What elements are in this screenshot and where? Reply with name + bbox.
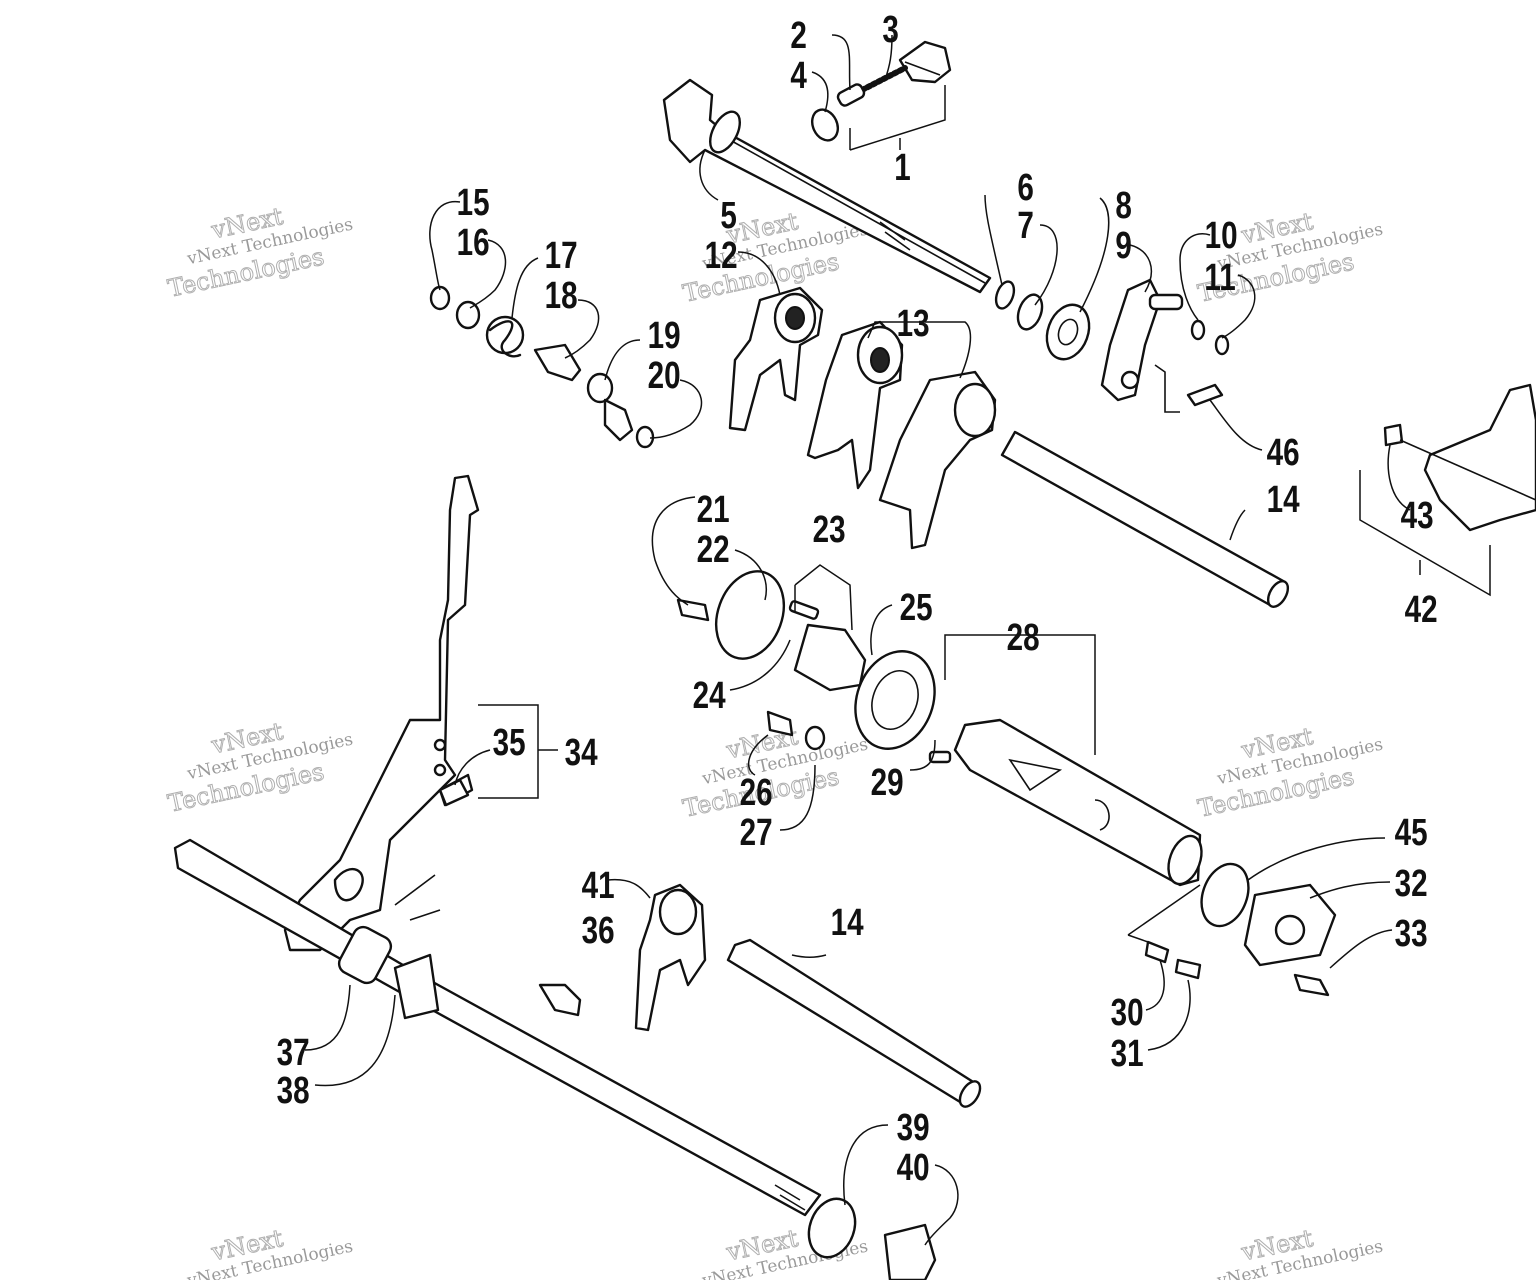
callout-24: 24: [693, 675, 726, 717]
callout-35: 35: [493, 722, 526, 764]
part-assembly-42: [1383, 383, 1536, 532]
callout-18: 18: [545, 275, 578, 317]
callout-14-lower: 14: [831, 902, 864, 944]
callout-7: 7: [1017, 205, 1033, 247]
part-detent-assembly: [810, 40, 952, 142]
callout-4: 4: [790, 55, 807, 97]
callout-26: 26: [740, 772, 773, 814]
leaders-group: [304, 34, 1491, 1246]
part-shift-lever: [283, 474, 480, 952]
part-spring-35: [438, 778, 470, 807]
callout-6: 6: [1017, 167, 1033, 209]
callout-39: 39: [897, 1107, 930, 1149]
part-shift-shaft-upper: [662, 78, 992, 294]
part-shift-fork-12: [728, 286, 824, 432]
part-stopper-group-15-20: [429, 285, 655, 449]
callout-2: 2: [790, 15, 806, 57]
callout-labels: 1 2 3 4 5 6 7 8 9 10 11 12 13 14 14 15 1…: [277, 9, 1438, 1189]
callout-15: 15: [457, 182, 490, 224]
part-fork-shaft-lower: [726, 938, 982, 1108]
callout-31: 31: [1111, 1033, 1144, 1075]
part-bearing-group-6-8: [994, 280, 1091, 361]
callout-41: 41: [582, 865, 615, 907]
callout-16: 16: [457, 222, 490, 264]
callout-10: 10: [1205, 215, 1238, 257]
callout-33: 33: [1395, 913, 1428, 955]
callout-40: 40: [897, 1147, 930, 1189]
callout-34: 34: [565, 732, 598, 774]
callout-27: 27: [740, 812, 773, 854]
callout-42: 42: [1405, 589, 1438, 631]
callout-25: 25: [900, 587, 933, 629]
part-shift-fork-13b: [878, 370, 997, 550]
callout-1: 1: [894, 147, 910, 189]
callout-38: 38: [277, 1070, 310, 1112]
part-shift-drum-28: [953, 718, 1203, 887]
callout-9: 9: [1115, 225, 1131, 267]
watermark-bottom-left: vNext vNext Technologies: [185, 1223, 355, 1280]
part-drum-assembly: [676, 570, 952, 764]
callout-12: 12: [705, 235, 738, 277]
callout-11: 11: [1204, 257, 1235, 299]
callout-3: 3: [882, 9, 898, 51]
watermark-bottom-right: vNext vNext Technologies: [1215, 1223, 1385, 1280]
callout-43: 43: [1401, 495, 1434, 537]
watermark-mid-left: vNext vNext Technologies Technologies: [165, 716, 355, 818]
callout-13: 13: [897, 303, 930, 345]
callout-19: 19: [648, 315, 681, 357]
callout-37: 37: [277, 1032, 310, 1074]
callout-21: 21: [697, 489, 730, 531]
part-fork-shaft-upper: [1000, 430, 1290, 608]
watermark-top-left: vNext vNext Technologies Technologies: [165, 201, 355, 303]
callout-23: 23: [813, 509, 846, 551]
part-bolt-36: [538, 983, 582, 1017]
callout-20: 20: [648, 355, 681, 397]
part-fork-41: [634, 883, 707, 1032]
callout-46: 46: [1267, 432, 1300, 474]
part-seal-39-40: [807, 1197, 937, 1280]
callout-29: 29: [871, 762, 904, 804]
callout-36: 36: [582, 910, 615, 952]
callout-5: 5: [720, 195, 736, 237]
callout-22: 22: [697, 529, 730, 571]
part-shift-arm-9: [1100, 278, 1230, 413]
callout-30: 30: [1111, 992, 1144, 1034]
part-shift-fork-13a: [806, 320, 904, 490]
part-cover-group: [1144, 862, 1337, 997]
callout-14-upper: 14: [1267, 479, 1300, 521]
callout-17: 17: [545, 235, 578, 277]
callout-45: 45: [1395, 812, 1428, 854]
parts-group: [173, 40, 1536, 1280]
part-shift-shaft-lower: [173, 838, 822, 1217]
callout-28: 28: [1007, 617, 1040, 659]
watermark-mid-right: vNext vNext Technologies Technologies: [1195, 721, 1385, 823]
callout-32: 32: [1395, 863, 1428, 905]
callout-8: 8: [1115, 185, 1131, 227]
